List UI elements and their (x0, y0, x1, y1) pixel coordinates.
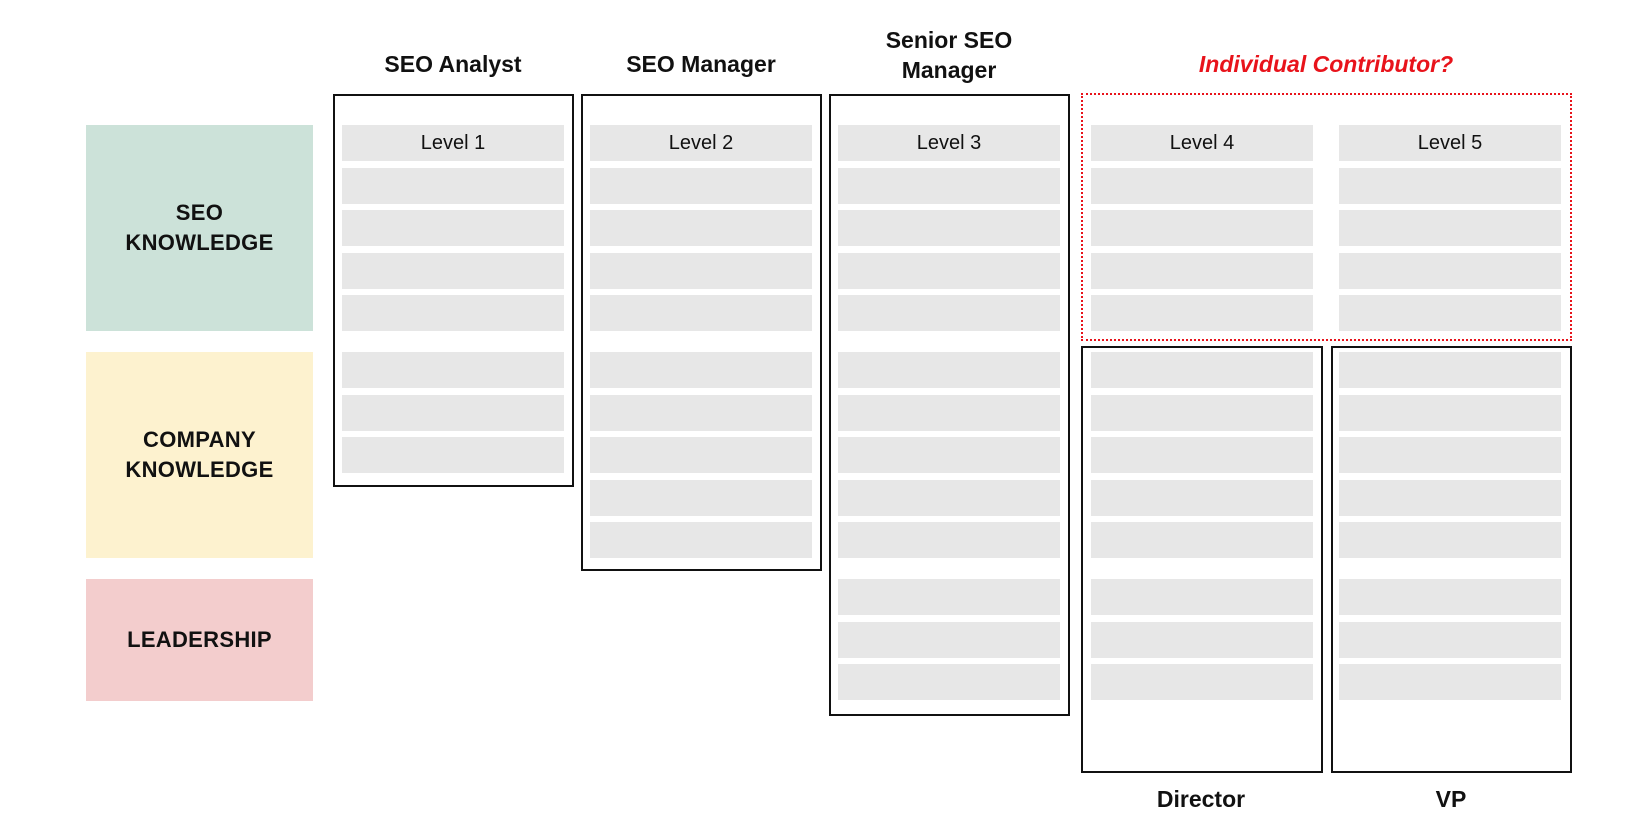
role-senior-seo-manager: Senior SEO Manager (885, 27, 1013, 83)
level-slot (838, 622, 1060, 658)
category-company-knowledge: COMPANY KNOWLEDGE (86, 352, 313, 558)
category-label: COMPANY KNOWLEDGE (125, 427, 274, 482)
level-slot (590, 352, 812, 388)
frame-seo-analyst (333, 94, 574, 487)
level-slot (1339, 168, 1561, 204)
role-vp: VP (1435, 786, 1467, 812)
frame-senior-seo-manager (829, 94, 1070, 716)
level-slot (342, 352, 564, 388)
level-label: Level 1 (342, 125, 564, 161)
level-slot (342, 395, 564, 431)
level-slot (1339, 295, 1561, 331)
level-slot (838, 295, 1060, 331)
category-leadership: LEADERSHIP (86, 579, 313, 701)
level-slot (1091, 352, 1313, 388)
level-slot (1091, 522, 1313, 558)
level-slot (590, 480, 812, 516)
frame-director (1081, 346, 1323, 773)
level-slot (1091, 168, 1313, 204)
level-slot (1091, 253, 1313, 289)
level-slot (1339, 437, 1561, 473)
level-slot (838, 522, 1060, 558)
level-slot (838, 480, 1060, 516)
level-slot (838, 395, 1060, 431)
level-label: Level 3 (838, 125, 1060, 161)
level-slot (838, 210, 1060, 246)
level-slot (590, 168, 812, 204)
level-slot (342, 295, 564, 331)
level-slot (1091, 579, 1313, 615)
frame-individual-contributor (1081, 93, 1572, 341)
level-slot (838, 664, 1060, 700)
level-slot (342, 437, 564, 473)
category-label: SEO KNOWLEDGE (125, 200, 274, 255)
level-slot (590, 522, 812, 558)
level-slot (1091, 622, 1313, 658)
level-slot (590, 295, 812, 331)
level-slot (838, 579, 1060, 615)
level-label: Level 5 (1339, 125, 1561, 161)
level-label: Level 4 (1091, 125, 1313, 161)
level-slot (1339, 352, 1561, 388)
level-slot (1339, 395, 1561, 431)
level-slot (1339, 253, 1561, 289)
role-individual-contributor: Individual Contributor? (1198, 51, 1454, 77)
role-seo-analyst: SEO Analyst (384, 51, 522, 77)
level-slot (1091, 480, 1313, 516)
level-slot (342, 210, 564, 246)
frame-vp (1331, 346, 1572, 773)
level-slot (1339, 480, 1561, 516)
category-label: LEADERSHIP (127, 627, 272, 652)
level-slot (342, 253, 564, 289)
category-seo-knowledge: SEO KNOWLEDGE (86, 125, 313, 331)
level-slot (1091, 437, 1313, 473)
level-slot (838, 352, 1060, 388)
level-slot (1091, 664, 1313, 700)
level-slot (838, 437, 1060, 473)
level-slot (1339, 579, 1561, 615)
level-slot (838, 168, 1060, 204)
role-director: Director (1156, 786, 1246, 812)
level-slot (1339, 210, 1561, 246)
level-slot (342, 168, 564, 204)
level-slot (1339, 522, 1561, 558)
frame-seo-manager (581, 94, 822, 571)
level-slot (1091, 295, 1313, 331)
level-slot (1091, 395, 1313, 431)
level-label: Level 2 (590, 125, 812, 161)
level-slot (1091, 210, 1313, 246)
role-seo-manager: SEO Manager (626, 51, 776, 77)
level-slot (590, 210, 812, 246)
level-slot (590, 395, 812, 431)
level-slot (838, 253, 1060, 289)
level-slot (1339, 664, 1561, 700)
level-slot (1339, 622, 1561, 658)
level-slot (590, 253, 812, 289)
level-slot (590, 437, 812, 473)
